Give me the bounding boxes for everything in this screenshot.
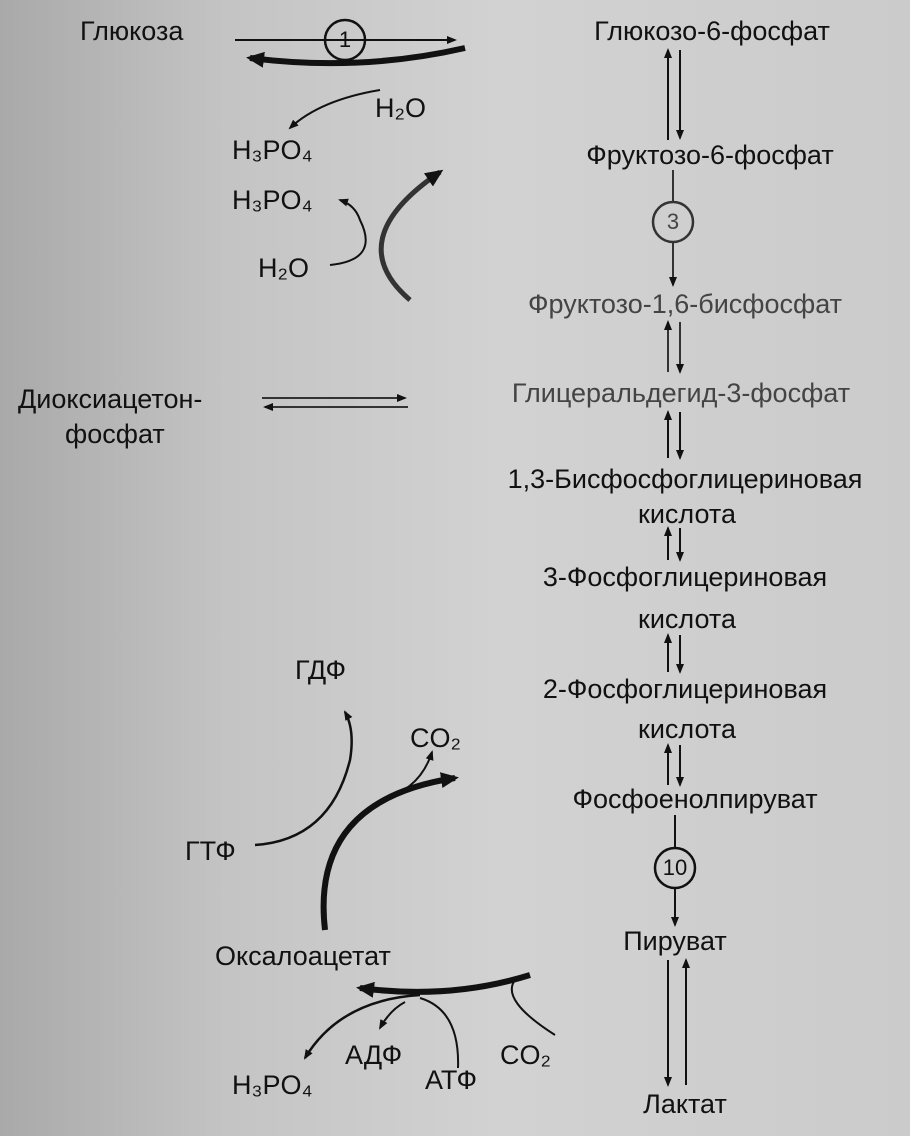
atp-label: АТФ bbox=[425, 1065, 478, 1095]
gtp-label: ГТФ bbox=[185, 836, 236, 866]
co2-label-2: CO₂ bbox=[500, 1040, 551, 1070]
arrow-f16bp-bypass bbox=[378, 169, 444, 302]
h3po4-label-2: H₃PO₄ bbox=[232, 185, 313, 215]
ga3p-label: Глицеральдегид-3-фосфат bbox=[511, 378, 851, 408]
pep-label: Фосфоенолпируват bbox=[572, 784, 818, 814]
pg2-label-line2: кислота bbox=[638, 714, 736, 744]
pg3-label-line1: 3-Фосфоглицериновая bbox=[542, 562, 828, 592]
arrow-oaa-to-pep bbox=[320, 772, 459, 931]
h2o-label-2: H₂O bbox=[258, 253, 309, 283]
step-1-circle bbox=[323, 18, 367, 62]
step-10-circle bbox=[653, 846, 697, 890]
lactate-label: Лактат bbox=[643, 1089, 727, 1119]
step-3-circle bbox=[651, 200, 695, 244]
arrow-pyr-to-oaa bbox=[356, 972, 531, 998]
g6p-label: Глюкозо-6-фосфат bbox=[594, 16, 830, 46]
h2o-label-1: H₂O bbox=[375, 93, 426, 123]
step-1-label: 1 bbox=[338, 27, 352, 52]
pg3-label-line2: кислота bbox=[638, 604, 736, 634]
glucose-label: Глюкоза bbox=[80, 16, 184, 46]
step-3-label: 3 bbox=[666, 209, 680, 234]
gdp-label: ГДФ bbox=[295, 655, 347, 685]
arrow-h2o-h3po4-1 bbox=[288, 89, 381, 130]
oxaloacetate-label: Оксалоацетат bbox=[215, 941, 391, 971]
f16bp-label: Фруктозо-1,6-бисфосфат bbox=[527, 289, 843, 319]
pg2-label-line1: 2-Фосфоглицериновая bbox=[542, 674, 828, 704]
bpg13-label-line2: кислота bbox=[638, 499, 736, 529]
h3po4-label-1: H₃PO₄ bbox=[232, 135, 313, 165]
co2-label-1: CO₂ bbox=[410, 723, 461, 753]
bpg13-label-line1: 1,3-Бисфосфоглицериновая bbox=[507, 464, 863, 494]
step-10-label: 10 bbox=[662, 855, 688, 880]
f6p-label: Фруктозо-6-фосфат bbox=[586, 140, 834, 170]
pyruvate-label: Пируват bbox=[623, 926, 727, 956]
arrow-g6p-to-glucose bbox=[246, 45, 466, 68]
dhap-label-line1: Диоксиацетон- bbox=[18, 384, 203, 414]
h3po4-label-3: H₃PO₄ bbox=[232, 1070, 313, 1100]
adp-label: АДФ bbox=[345, 1040, 403, 1070]
dhap-label-line2: фосфат bbox=[65, 419, 165, 449]
